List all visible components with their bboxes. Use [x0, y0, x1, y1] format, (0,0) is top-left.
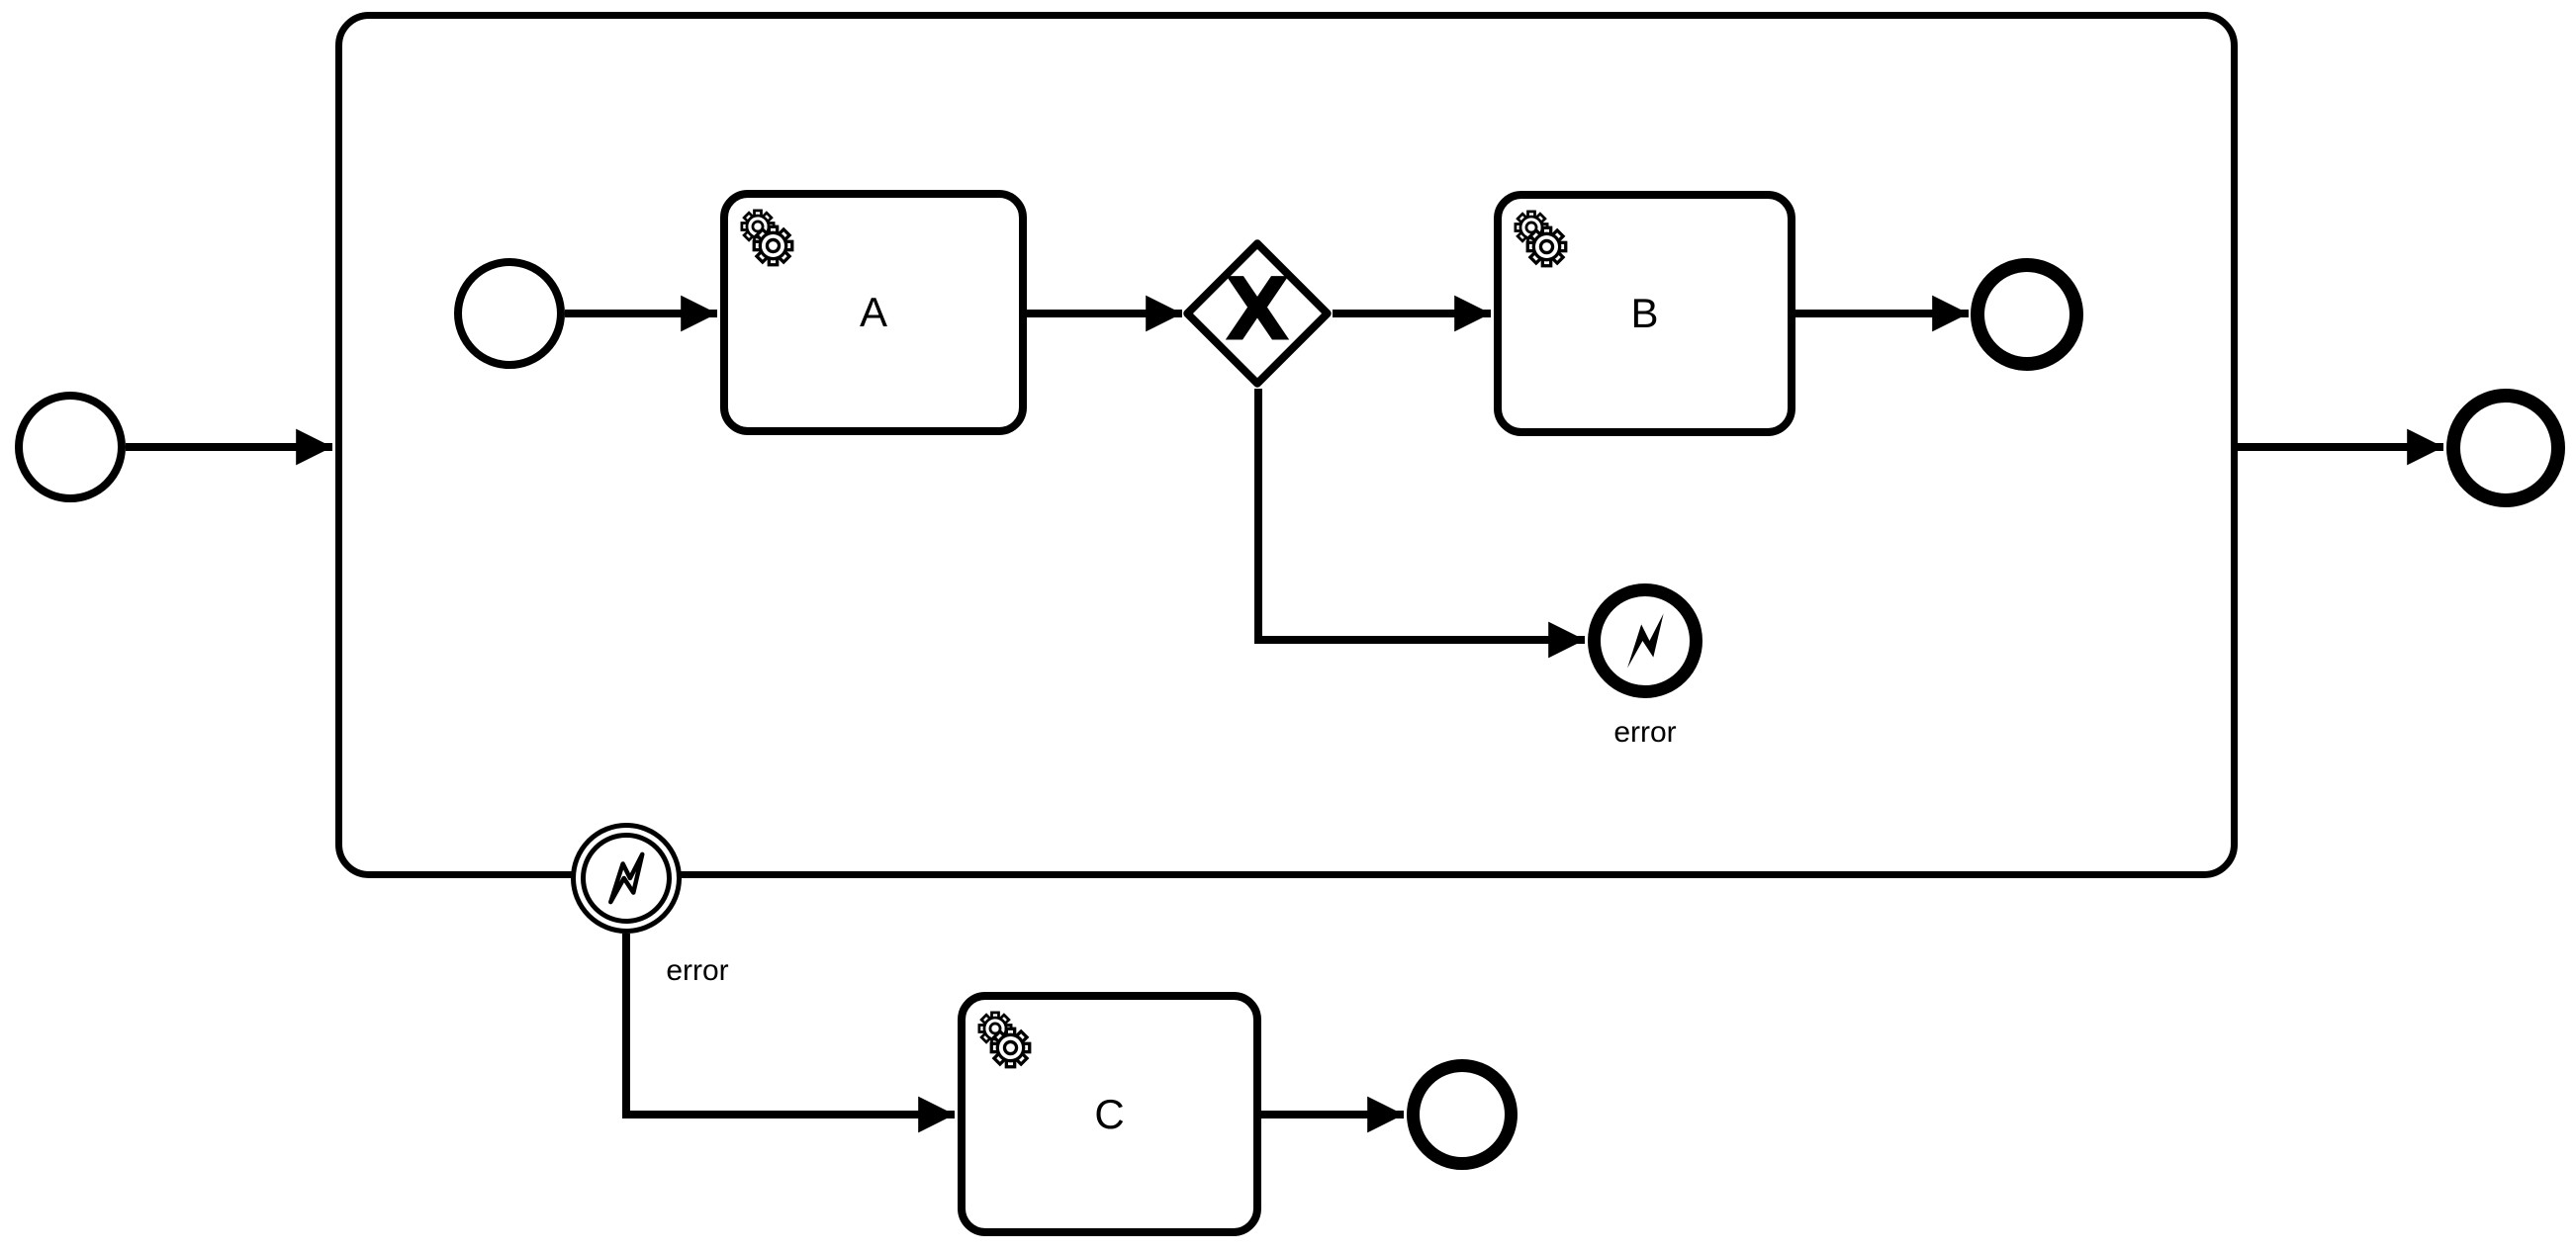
task-c-label: C: [1094, 1090, 1125, 1137]
boundary-error-label: error: [666, 954, 729, 987]
task-b-label: B: [1630, 290, 1659, 336]
gear-icon: [1511, 210, 1570, 269]
service-task-b: B: [1494, 191, 1795, 436]
outer-end-event: [2446, 389, 2565, 507]
error-end-label: error: [1613, 716, 1677, 749]
error-boundary-event: [571, 823, 682, 934]
service-task-a: A: [720, 190, 1027, 435]
end-event-after-c: [1407, 1059, 1518, 1170]
task-a-label: A: [859, 289, 887, 335]
inner-end-event: [1971, 258, 2083, 371]
error-end-event: [1588, 583, 1702, 698]
service-task-c: C: [958, 992, 1261, 1236]
lightning-icon: [598, 850, 654, 907]
gateway-x-marker-icon: X: [1224, 258, 1291, 361]
boundary-event-inner-ring: [581, 833, 672, 924]
subprocess-container: [335, 12, 2238, 878]
gear-icon: [737, 209, 796, 268]
gear-icon: [974, 1011, 1034, 1070]
lightning-icon: [1627, 613, 1664, 669]
inner-start-event: [454, 258, 565, 369]
outer-start-event: [15, 392, 126, 502]
